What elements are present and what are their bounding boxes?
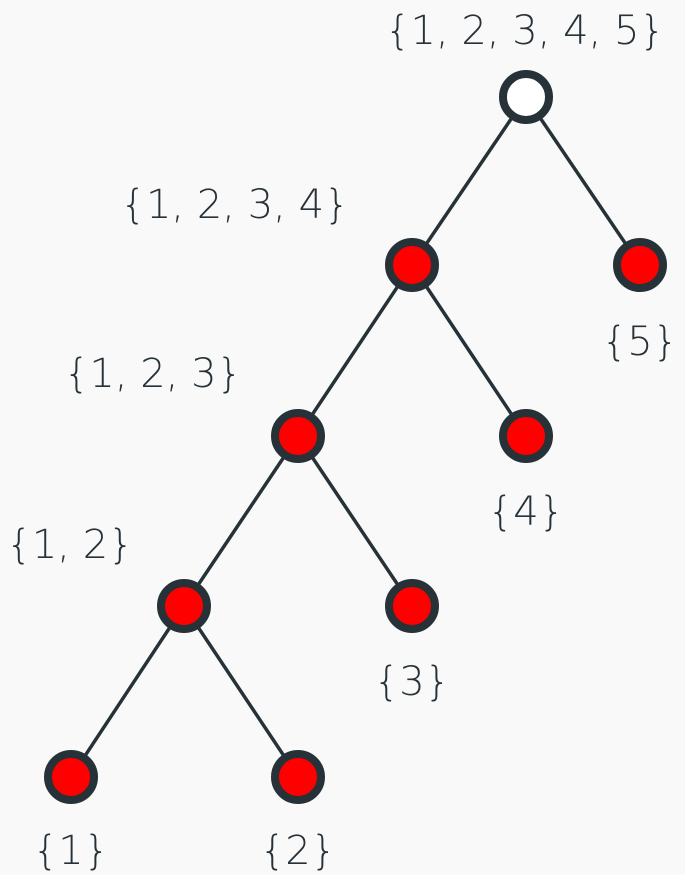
- edge-n123-n12: [182, 435, 300, 607]
- tree-edges: [69, 96, 642, 778]
- node-n4: [499, 409, 553, 463]
- edge-n1234-n4: [410, 264, 528, 437]
- label-root: {1, 2, 3, 4, 5}: [385, 8, 665, 54]
- edge-n1234-n123: [296, 264, 414, 437]
- node-n123: [271, 409, 325, 463]
- label-n5: {5}: [602, 319, 678, 365]
- label-n123: {1, 2, 3}: [64, 351, 242, 397]
- edge-n12-n2: [182, 605, 300, 778]
- edge-n12-n1: [69, 605, 186, 778]
- node-n3: [385, 579, 439, 633]
- edge-root-n5: [524, 96, 642, 266]
- node-n12: [157, 579, 211, 633]
- label-n1: {1}: [33, 828, 109, 874]
- label-n4: {4}: [488, 489, 564, 535]
- node-root: [499, 70, 553, 124]
- node-n2: [271, 750, 325, 804]
- label-n3: {3}: [374, 659, 450, 705]
- node-n5: [613, 238, 667, 292]
- label-n2: {2}: [260, 828, 336, 874]
- node-n1: [44, 750, 98, 804]
- node-n1234: [385, 238, 439, 292]
- label-n12: {1, 2}: [6, 522, 133, 568]
- label-n1234: {1, 2, 3, 4}: [121, 182, 350, 228]
- edge-n123-n3: [296, 435, 414, 607]
- edge-root-n1234: [410, 96, 528, 266]
